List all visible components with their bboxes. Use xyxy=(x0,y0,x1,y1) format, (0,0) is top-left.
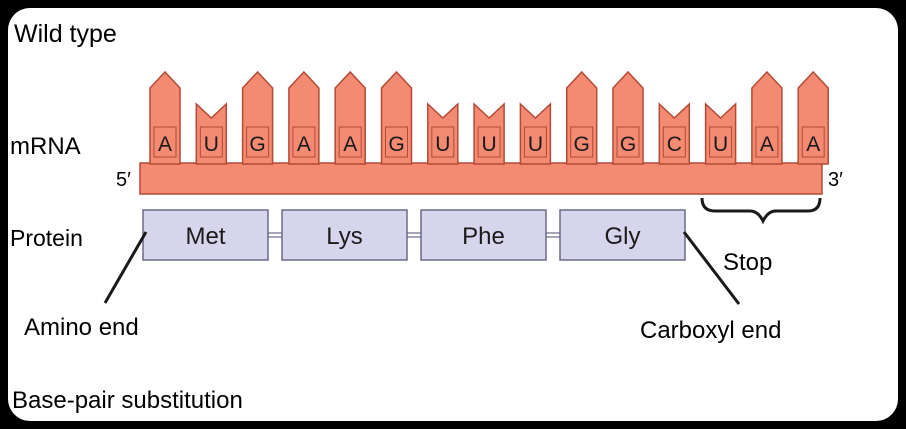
amino-acid-box-lys xyxy=(281,209,408,261)
mrna-base-label-box xyxy=(338,126,362,158)
mrna-base-letter: U xyxy=(204,133,219,156)
amino-end-label: Amino end xyxy=(24,314,139,341)
mrna-base-letter: U xyxy=(713,133,728,156)
amino-acid-box-met xyxy=(142,209,269,261)
mrna-base-a-shape xyxy=(751,70,783,165)
mrna-base-a-shape xyxy=(797,70,829,165)
mrna-base-letter: A xyxy=(158,133,172,156)
mrna-label: mRNA xyxy=(10,133,81,160)
mrna-base-letter: C xyxy=(667,133,682,156)
mrna-base-u-shape xyxy=(473,102,505,165)
mrna-base-label-box xyxy=(523,126,547,158)
mrna-base-g-shape xyxy=(241,70,274,165)
mrna-base-label-box xyxy=(385,126,408,158)
amino-acid-box-phe xyxy=(420,209,547,261)
mrna-base-a-shape xyxy=(149,70,181,165)
mrna-base-label-box xyxy=(616,126,640,158)
three-prime-label: 3′ xyxy=(828,169,843,191)
mrna-base-letter: G xyxy=(620,133,636,156)
mrna-backbone xyxy=(139,162,823,195)
mutation-diagram: Wild type Base-pair substitution mRNA 5′… xyxy=(10,20,843,414)
amino-end-pointer xyxy=(103,231,148,304)
mrna-base-label-box xyxy=(801,126,825,158)
mrna-base-letter: U xyxy=(528,133,543,156)
mrna-base-label-box xyxy=(662,126,686,158)
mrna-base-label-box xyxy=(153,126,177,158)
mrna-base-label-box xyxy=(246,126,270,158)
mrna-base-letter: A xyxy=(760,133,774,156)
mrna-base-label-box xyxy=(199,126,223,158)
mrna-base-letter: A xyxy=(806,133,820,156)
amino-acid-box-gly xyxy=(559,209,686,261)
mrna-base-label-box xyxy=(709,126,733,158)
mrna-base-label-box xyxy=(755,126,779,158)
mrna-base-letter: G xyxy=(574,133,590,156)
carboxyl-end-pointer xyxy=(682,231,741,305)
mrna-base-g-shape xyxy=(612,70,644,165)
mrna-base-a-shape xyxy=(288,70,320,165)
mrna-base-c-shape xyxy=(658,102,691,165)
mrna-base-label-box xyxy=(477,126,501,158)
heading-wild-type: Wild type xyxy=(14,20,117,48)
stop-codon-bracket xyxy=(700,197,822,225)
amino-acid-label-gly: Gly xyxy=(605,223,641,250)
heading-base-pair-substitution: Base-pair substitution xyxy=(12,387,243,414)
mrna-base-label-box xyxy=(570,126,594,158)
five-prime-label: 5′ xyxy=(116,169,131,191)
amino-acid-label-met: Met xyxy=(185,223,225,250)
mrna-base-letter: G xyxy=(249,133,265,156)
carboxyl-end-label: Carboxyl end xyxy=(640,317,781,344)
mrna-base-letter: A xyxy=(297,133,311,156)
mrna-base-a-shape xyxy=(334,70,366,165)
protein-label: Protein xyxy=(10,225,83,251)
diagram-panel: Wild type Base-pair substitution mRNA 5′… xyxy=(8,8,898,421)
mrna-base-u-shape xyxy=(195,102,228,165)
stop-label: Stop xyxy=(723,249,772,276)
mrna-base-g-shape xyxy=(380,70,413,165)
mrna-base-label-box xyxy=(292,126,316,158)
mrna-base-g-shape xyxy=(565,70,598,165)
protein-chain: Met Lys Phe Gly xyxy=(142,209,686,261)
amino-acid-label-lys: Lys xyxy=(326,223,362,250)
mrna-base-u-shape xyxy=(704,102,737,165)
mrna-base-letter: U xyxy=(482,133,497,156)
mrna-base-u-shape xyxy=(427,102,459,165)
mrna-base-letter: U xyxy=(435,133,450,156)
amino-acid-label-phe: Phe xyxy=(462,223,505,250)
mrna-base-letter: G xyxy=(388,133,404,156)
mrna-base-u-shape xyxy=(519,102,552,165)
mrna-base-letter: A xyxy=(343,133,357,156)
mrna-base-label-box xyxy=(431,126,455,158)
